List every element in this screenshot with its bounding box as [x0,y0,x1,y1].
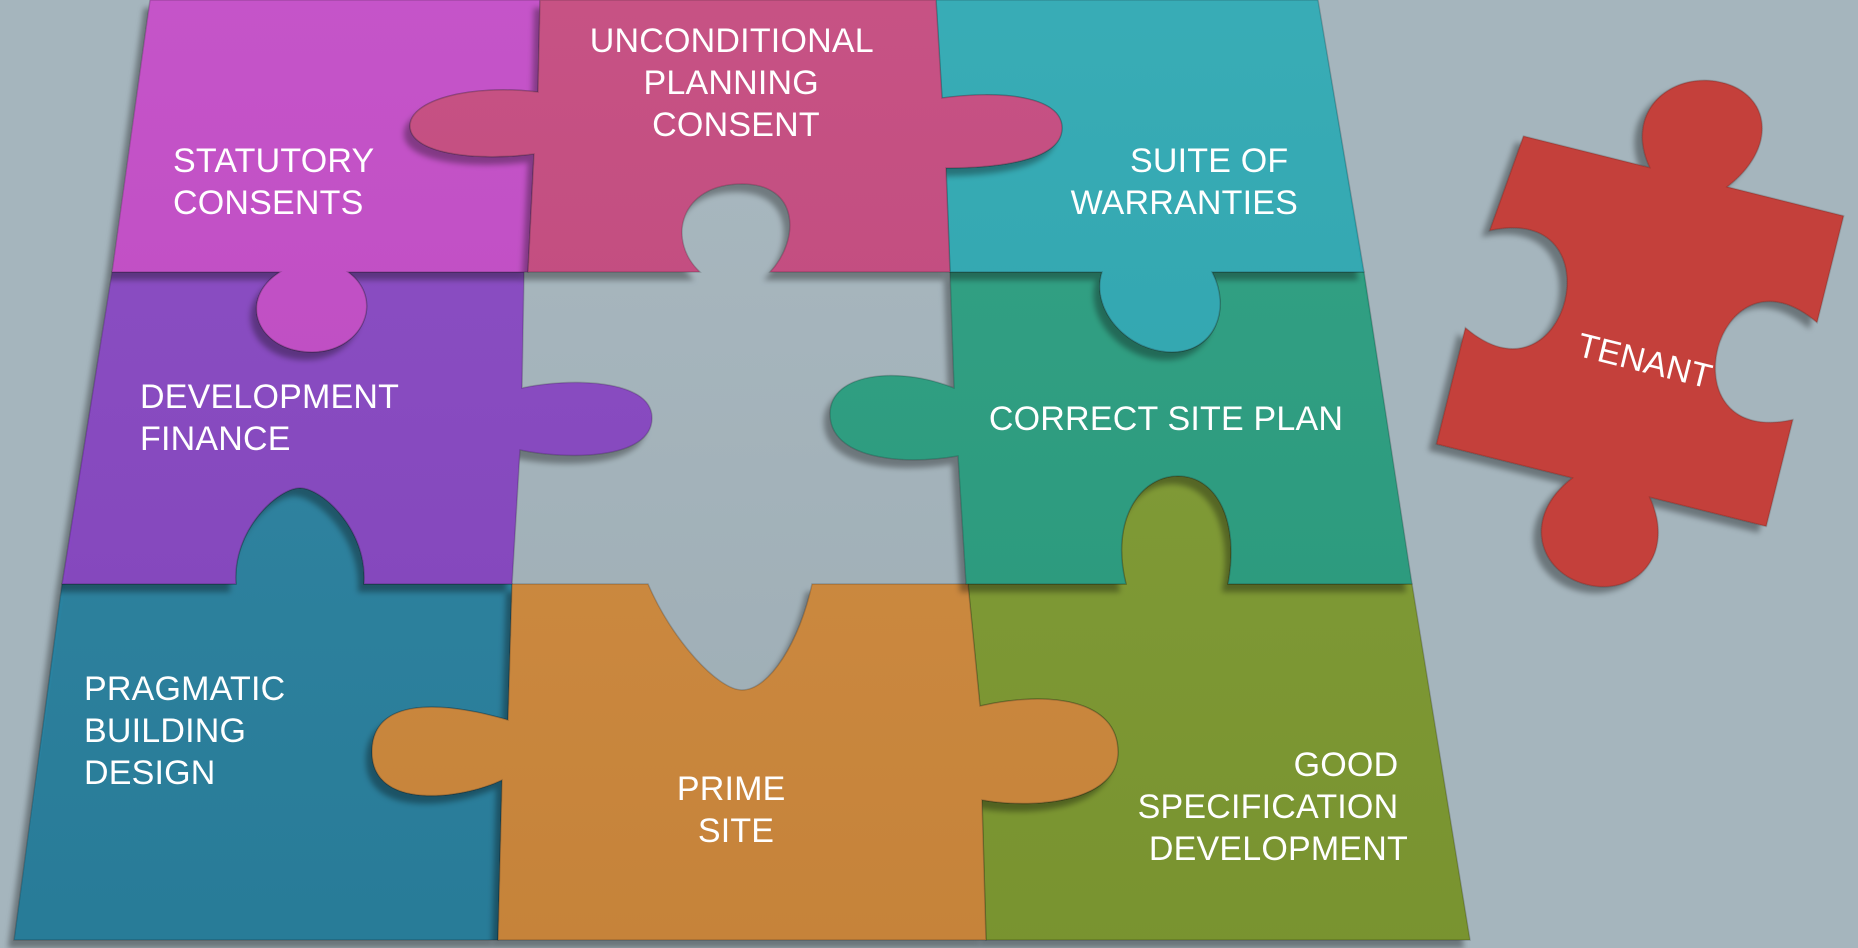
good-specification-development-line-3: DEVELOPMENT [1149,830,1408,868]
label-suite-of-warranties: SUITE OF WARRANTIES [1071,142,1298,222]
development-finance-line-1: DEVELOPMENT [140,378,399,416]
label-unconditional-planning-consent: UNCONDITIONAL PLANNING CONSENT [590,22,882,144]
suite-of-warranties-line-2: WARRANTIES [1071,184,1298,222]
unconditional-planning-consent-line-3: CONSENT [652,106,820,144]
pragmatic-building-design-line-3: DESIGN [84,754,216,792]
pragmatic-building-design-line-2: BUILDING [84,712,246,750]
development-finance-line-2: FINANCE [140,420,291,458]
prime-site-line-2: SITE [698,812,774,850]
good-specification-development-line-2: SPECIFICATION [1138,788,1399,826]
label-pragmatic-building-design: PRAGMATIC BUILDING DESIGN [84,670,295,792]
labels: STATUTORY CONSENTS UNCONDITIONAL PLANNIN… [84,22,1716,868]
correct-site-plan-line-1: CORRECT SITE PLAN [989,400,1343,438]
label-development-finance: DEVELOPMENT FINANCE [140,378,408,458]
tenant-shape [1435,79,1845,588]
unconditional-planning-consent-line-2: PLANNING [643,64,818,102]
unconditional-planning-consent-line-1: UNCONDITIONAL [590,22,873,60]
suite-of-warranties-line-1: SUITE OF [1130,142,1288,180]
statutory-consents-line-2: CONSENTS [173,184,364,222]
pragmatic-building-design-line-1: PRAGMATIC [84,670,285,708]
piece-tenant [1435,79,1845,588]
label-good-specification-development: GOOD SPECIFICATION DEVELOPMENT [1138,746,1408,868]
statutory-consents-line-1: STATUTORY [173,142,374,180]
label-correct-site-plan: CORRECT SITE PLAN [989,400,1343,438]
prime-site-line-1: PRIME [677,770,786,808]
label-statutory-consents: STATUTORY CONSENTS [173,142,383,222]
label-prime-site: PRIME SITE [677,770,795,850]
good-specification-development-line-1: GOOD [1294,746,1399,784]
